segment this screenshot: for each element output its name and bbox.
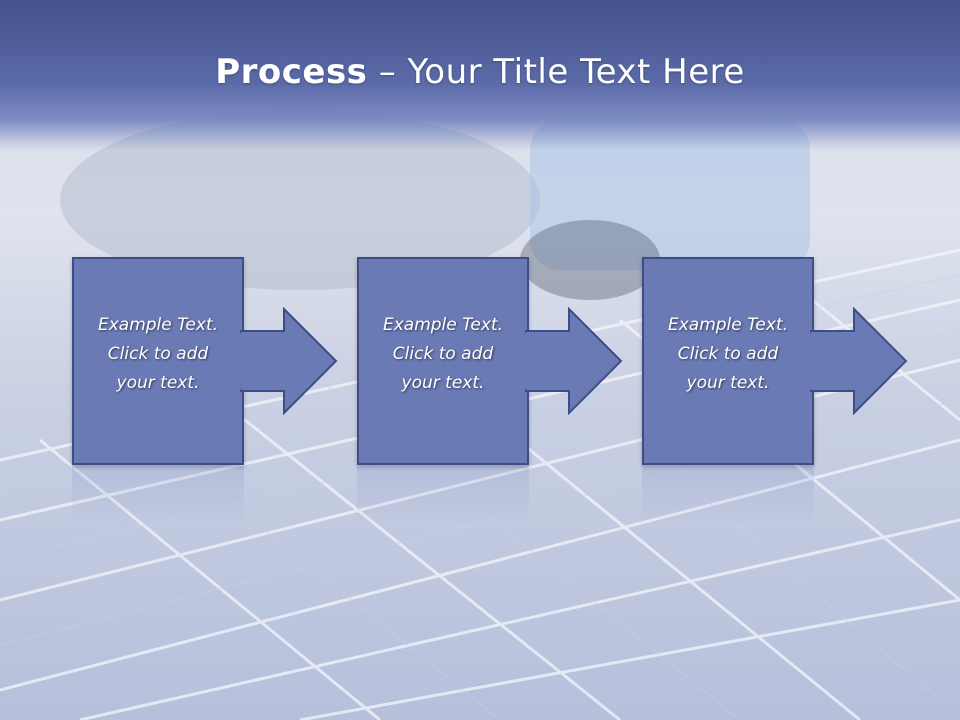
- step-box[interactable]: [72, 257, 244, 465]
- title-bold: Process: [215, 52, 368, 92]
- title-banner: [0, 0, 960, 150]
- step-reflection: [357, 466, 529, 526]
- step-reflection: [72, 466, 244, 526]
- right-arrow-icon: [525, 307, 623, 415]
- title-rest: – Your Title Text Here: [367, 52, 745, 92]
- right-arrow-icon: [810, 307, 908, 415]
- step-text[interactable]: Example Text. Click to add your text.: [97, 315, 219, 393]
- step-text[interactable]: Example Text. Click to add your text.: [382, 315, 504, 393]
- step-text[interactable]: Example Text. Click to add your text.: [667, 315, 789, 393]
- step-reflection: [642, 466, 814, 526]
- step-box[interactable]: [357, 257, 529, 465]
- slide-title[interactable]: Process – Your Title Text Here: [0, 52, 960, 92]
- right-arrow-icon: [240, 307, 338, 415]
